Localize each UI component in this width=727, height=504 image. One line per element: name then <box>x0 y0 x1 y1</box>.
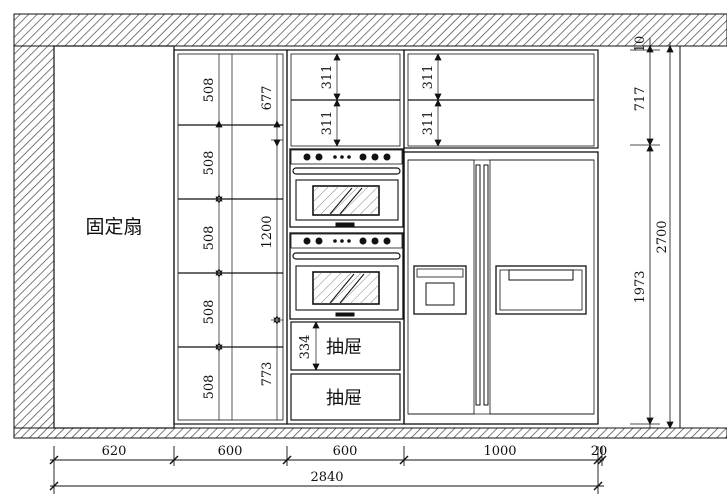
left-cabinet-shelf-dims <box>215 54 283 420</box>
floor <box>13 427 727 439</box>
dim-1200: 1200 <box>260 215 275 248</box>
dim-1000: 1000 <box>483 444 516 459</box>
fridge-top-cabinet <box>403 49 599 149</box>
drawer-lower-label: 抽屉 <box>326 388 362 409</box>
dim-508-1: 508 <box>202 78 217 103</box>
dim-717: 717 <box>633 87 648 112</box>
dim-311-mid-2: 311 <box>320 111 335 136</box>
ceiling-wall <box>13 13 727 47</box>
dim-600-b: 600 <box>333 444 358 459</box>
drawers <box>290 321 401 421</box>
fixed-panel-label: 固定扇 <box>85 216 142 238</box>
dim-10: 10 <box>633 36 648 53</box>
middle-cabinet <box>286 49 405 425</box>
right-dim-text: 10 717 1973 2700 <box>633 36 670 304</box>
dim-508-5: 508 <box>202 375 217 400</box>
dim-20: 20 <box>591 444 608 459</box>
dim-2840: 2840 <box>310 470 343 485</box>
dim-311-fridge-1: 311 <box>421 65 436 90</box>
left-cabinet-dim-text: 508 508 508 508 508 677 1200 773 <box>202 78 275 400</box>
dim-2700: 2700 <box>655 220 670 253</box>
right-dim-lines <box>630 38 678 429</box>
walls <box>13 13 727 439</box>
dim-311-mid-1: 311 <box>320 65 335 90</box>
dim-773: 773 <box>260 362 275 387</box>
dim-1973: 1973 <box>633 270 648 303</box>
oven-upper <box>289 148 404 228</box>
bottom-dim-text: 620 600 600 1000 20 2840 <box>102 444 608 485</box>
bottom-dim-lines <box>49 446 607 494</box>
dim-508-4: 508 <box>202 300 217 325</box>
fixed-panel: 固定扇 <box>53 45 175 429</box>
dim-508-2: 508 <box>202 151 217 176</box>
refrigerator <box>403 151 599 425</box>
dim-677: 677 <box>260 86 275 111</box>
dim-311-fridge-2: 311 <box>421 111 436 136</box>
dim-600-a: 600 <box>218 444 243 459</box>
oven-lower <box>289 232 404 320</box>
fridge-top-dim-text: 311 311 <box>421 65 436 136</box>
dim-508-3: 508 <box>202 226 217 251</box>
middle-top-dims <box>333 53 341 147</box>
dim-620: 620 <box>102 444 127 459</box>
middle-top-dim-text: 311 311 <box>320 65 335 136</box>
dim-334: 334 <box>298 335 313 360</box>
drawer-upper-label: 抽屉 <box>326 337 362 358</box>
left-wall <box>13 45 55 429</box>
